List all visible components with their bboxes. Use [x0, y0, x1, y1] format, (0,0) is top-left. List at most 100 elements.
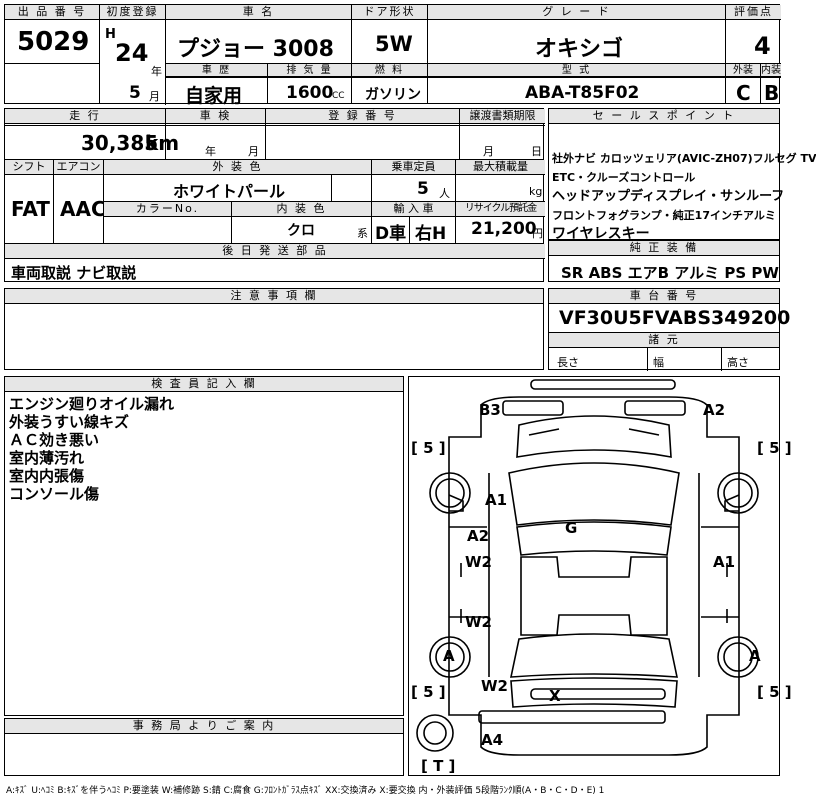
mark-x: X: [549, 687, 561, 705]
details-block: 走 行 30,385 km 車 検 年 月 登 録 番 号 譲渡書類期限 月 日…: [4, 108, 545, 282]
office-label: 事 務 局 よ り ご 案 内: [5, 719, 403, 734]
ext-grade: C: [736, 81, 751, 105]
sales-label: セ ー ル ス ポ イ ン ト: [549, 109, 779, 124]
sales-points: セ ー ル ス ポ イ ン ト 社外ナビ カロッツェリア(AVIC-ZH07)フ…: [548, 108, 816, 242]
notes-label: 注 意 事 項 欄: [5, 289, 543, 304]
model-label: 型 式: [428, 64, 725, 77]
import-drive: D車: [375, 224, 407, 244]
later-parts: 車両取説 ナビ取説: [11, 264, 137, 282]
import-handle: 右H: [415, 224, 447, 244]
office-box: 事 務 局 よ り ご 案 内: [4, 718, 404, 776]
month-unit: 月: [149, 90, 160, 103]
shift-label: シフト: [5, 160, 53, 175]
recycle-unit: 円: [532, 227, 543, 240]
dims-label: 諸 元: [549, 333, 779, 348]
int-label: 内装: [761, 64, 781, 77]
year-unit: 年: [151, 65, 162, 78]
inspect-year: 年: [205, 145, 216, 158]
height-label: 高さ: [727, 356, 749, 369]
regno-label: 登 録 番 号: [266, 109, 459, 124]
transfer-label: 譲渡書類期限: [460, 109, 545, 124]
color-label: 外 装 色: [104, 160, 371, 175]
tire-fl: [ 5 ]: [411, 439, 446, 457]
transfer-month: 月: [483, 145, 494, 158]
colorno-label: カラーNo.: [104, 202, 231, 217]
car-name: プジョー 3008: [177, 37, 334, 62]
inspector-line: 外装うすい線キズ: [9, 413, 130, 431]
mark-b3: B3: [479, 401, 501, 419]
mark-a1-right: A1: [713, 553, 736, 571]
load-unit: kg: [529, 185, 543, 198]
equipment: 純 正 装 備 SR ABS エアB アルミ PS PW: [548, 240, 780, 282]
mark-w2-left1: W2: [465, 553, 492, 571]
legend: A:ｷｽﾞ U:ﾍｺﾐ B:ｷｽﾞを伴うﾍｺﾐ P:要塗装 W:補修跡 S:錆 …: [6, 786, 605, 796]
width-label: 幅: [653, 356, 664, 369]
mileage: 30,385: [81, 131, 159, 155]
ac-label: エアコン: [54, 160, 103, 175]
inspector-lines: エンジン廻りオイル漏れ 外装うすい線キズ ＡＣ効き悪い 室内薄汚れ 室内内張傷 …: [9, 395, 174, 503]
sales-line: ワイヤレスキー: [552, 226, 650, 242]
length-label: 長さ: [557, 356, 579, 369]
inspector-label: 検 査 員 記 入 欄: [5, 377, 403, 392]
mark-a2-top: A2: [703, 401, 726, 419]
tire-rr: [ 5 ]: [757, 683, 792, 701]
car-diagram: [ 5 ] [ 5 ] [ 5 ] [ 5 ] B3 A2 A1 G A2 W2…: [408, 376, 792, 776]
sales-line: ETC・クルーズコントロール: [552, 171, 696, 184]
mileage-unit: km: [145, 131, 180, 155]
mark-t: [ T ]: [421, 757, 456, 775]
first-reg-label: 初度登録: [100, 5, 165, 20]
grade: オキシゴ: [535, 37, 624, 62]
mark-w2-bottom: W2: [481, 677, 508, 695]
lot-label: 出 品 番 号: [5, 5, 99, 20]
displacement-label: 排 気 量: [268, 64, 351, 77]
displacement: 1600: [286, 83, 334, 103]
inspector-line: ＡＣ効き悪い: [9, 431, 100, 449]
inspect-month: 月: [248, 145, 259, 158]
reg-year: 24: [115, 39, 149, 67]
chassis-number: VF30U5FVABS349200: [559, 307, 791, 329]
mileage-label: 走 行: [5, 109, 165, 124]
era: H: [105, 27, 116, 42]
tire-rl: [ 5 ]: [411, 683, 446, 701]
mark-a2-left: A2: [467, 527, 490, 545]
score-label: 評価点: [726, 5, 781, 20]
equip-label: 純 正 装 備: [549, 241, 779, 256]
mark-a-right: A: [749, 647, 761, 665]
chassis-box: 車 台 番 号 VF30U5FVABS349200 諸 元 長さ 幅 高さ: [548, 288, 790, 371]
mark-g: G: [565, 519, 578, 537]
capacity-label: 乗車定員: [372, 160, 455, 175]
displacement-unit: CC: [332, 91, 345, 101]
sales-line: 社外ナビ カロッツェリア(AVIC-ZH07)フルセグ TV: [552, 152, 816, 165]
import-label: 輸 入 車: [372, 202, 455, 217]
mark-a1-left: A1: [485, 491, 508, 509]
grade-label: グ レ ー ド: [428, 5, 725, 20]
intcolor-unit: 系: [357, 227, 368, 240]
inspector-line: コンソール傷: [9, 485, 100, 503]
score: 4: [754, 32, 771, 60]
history: 自家用: [185, 85, 243, 107]
mark-a-left: A: [443, 647, 455, 665]
chassis-label: 車 台 番 号: [549, 289, 779, 304]
color: ホワイトパール: [173, 182, 286, 201]
fuel: ガソリン: [365, 87, 421, 103]
sales-line: ヘッドアップディスプレイ・サンルーフ: [552, 189, 785, 204]
tire-fr: [ 5 ]: [757, 439, 792, 457]
reg-month: 5: [129, 83, 141, 103]
recycle-label: リサイクル預託金: [456, 202, 545, 217]
sales-lines: 社外ナビ カロッツェリア(AVIC-ZH07)フルセグ TV ETC・クルーズコ…: [552, 149, 816, 244]
inspector-box: 検 査 員 記 入 欄 エンジン廻りオイル漏れ 外装うすい線キズ ＡＣ効き悪い …: [4, 376, 404, 716]
inspector-line: 室内内張傷: [9, 467, 85, 485]
inspector-line: エンジン廻りオイル漏れ: [9, 395, 175, 413]
door-label: ドア形状: [352, 5, 427, 20]
car-name-label: 車 名: [166, 5, 351, 20]
recycle: 21,200: [471, 219, 537, 239]
shift: FAT: [11, 197, 50, 221]
ext-label: 外装: [726, 64, 760, 77]
car-outline: [416, 379, 759, 756]
lot-number: 5029: [17, 27, 90, 57]
later-parts-label: 後 日 発 送 部 品: [5, 244, 545, 259]
inspector-line: 室内薄汚れ: [9, 449, 85, 467]
mark-a4: A4: [481, 731, 504, 749]
load-label: 最大積載量: [456, 160, 545, 175]
inspect-label: 車 検: [166, 109, 265, 124]
